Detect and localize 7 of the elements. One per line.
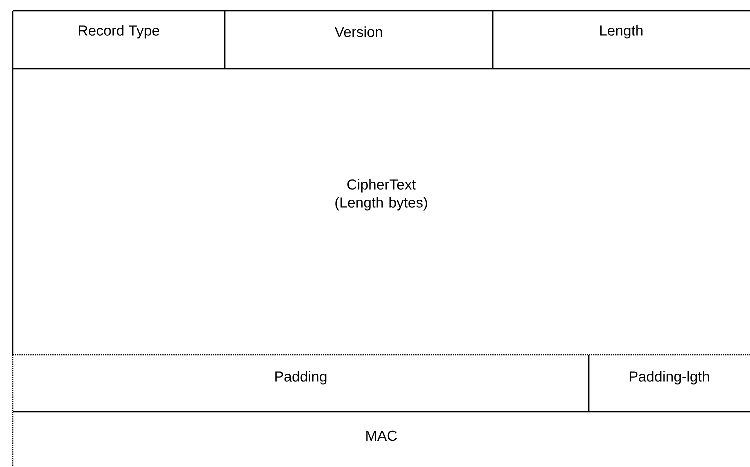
field-cell: MAC bbox=[12, 411, 750, 467]
field-cell: Record Type bbox=[12, 10, 226, 69]
field-cell: Version bbox=[225, 10, 494, 69]
field-cell: Length bbox=[493, 10, 750, 39]
field-cell: Padding bbox=[12, 354, 590, 412]
field-cell: CipherText (Length bytes) bbox=[12, 68, 750, 355]
field-cell: Padding-lgth bbox=[589, 354, 750, 385]
